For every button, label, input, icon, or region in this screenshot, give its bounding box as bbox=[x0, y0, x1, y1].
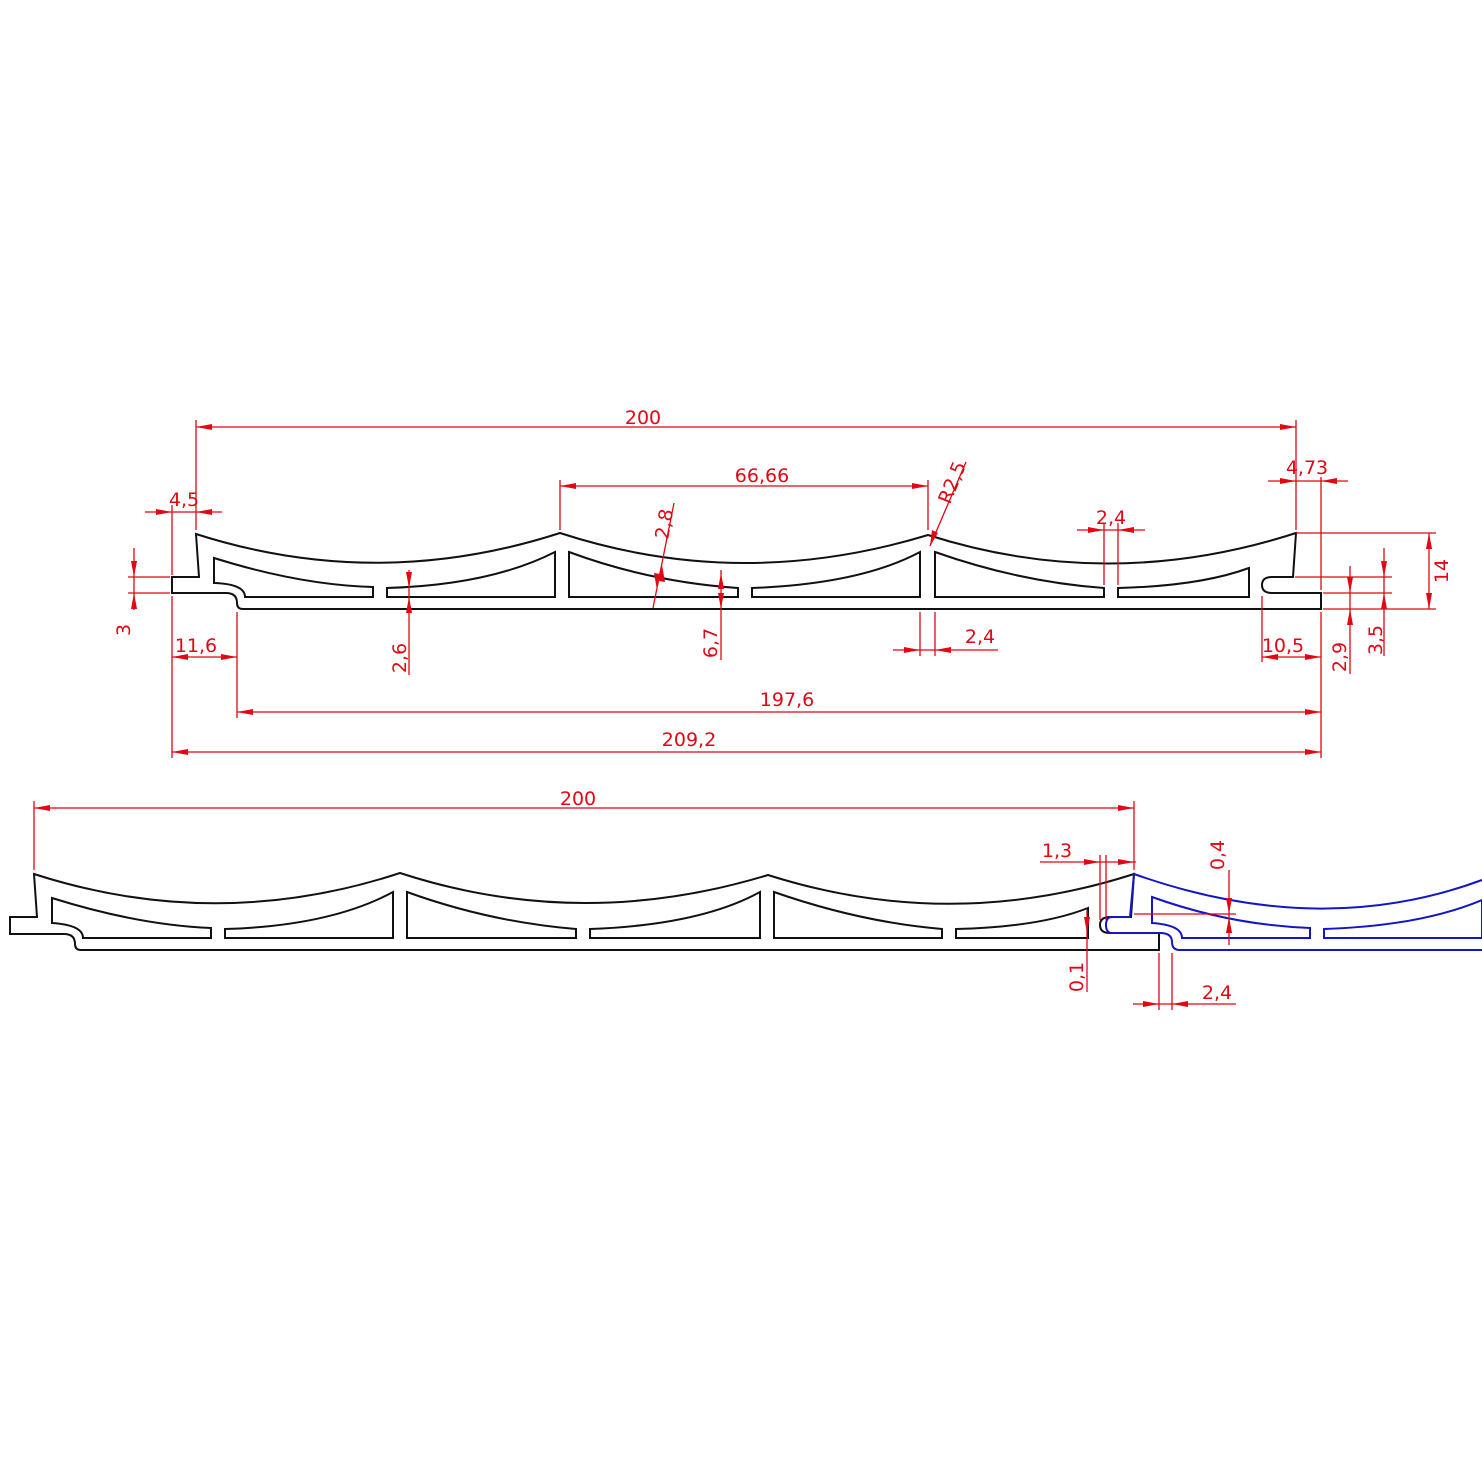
bottom-cavity-6 bbox=[955, 906, 1089, 939]
dim-web-bottom: 2,4 bbox=[965, 626, 995, 648]
dim-gap-0-1: 0,1 bbox=[1066, 962, 1088, 992]
dim-height: 14 bbox=[1431, 559, 1453, 583]
adjacent-cavity-2 bbox=[1323, 898, 1482, 939]
dim-left-step: 11,6 bbox=[175, 635, 217, 657]
dim-gap-2-4: 2,4 bbox=[1202, 982, 1232, 1004]
bottom-cavity-3 bbox=[406, 890, 577, 939]
top-cavity-5 bbox=[934, 550, 1105, 598]
dim-cavity-height: 6,7 bbox=[700, 628, 722, 658]
dim-bottom-overall-200: 200 bbox=[560, 788, 596, 810]
dim-rib-height: 2,6 bbox=[389, 643, 411, 673]
top-cavity-4 bbox=[751, 550, 921, 598]
dim-groove-height: 3,5 bbox=[1365, 625, 1387, 655]
dim-left-offset: 4,5 bbox=[169, 489, 199, 511]
dim-right-step: 10,5 bbox=[1262, 635, 1304, 657]
dim-groove-depth: 2,9 bbox=[1329, 642, 1351, 672]
bottom-cavity-2 bbox=[224, 890, 394, 939]
top-cavity-6 bbox=[1117, 566, 1250, 598]
top-profile-outline bbox=[171, 531, 1322, 610]
dim-pitch: 66,66 bbox=[735, 465, 789, 487]
dim-right-offset: 4,73 bbox=[1286, 457, 1328, 479]
dim-tongue: 3 bbox=[113, 624, 135, 636]
bottom-cavity-4 bbox=[589, 890, 761, 939]
bottom-dimensions: 200 1,3 0,4 0,1 2,4 bbox=[33, 788, 1236, 1010]
dim-base-width: 197,6 bbox=[760, 689, 814, 711]
dim-top-overall-200: 200 bbox=[625, 407, 661, 429]
bottom-profile-outline bbox=[9, 871, 1160, 951]
top-cavity-1 bbox=[213, 556, 374, 598]
dim-gap-0-4: 0,4 bbox=[1207, 840, 1229, 870]
bottom-cavity-1 bbox=[51, 896, 212, 939]
top-profile bbox=[171, 531, 1322, 610]
dim-skin-thickness: 2,8 bbox=[651, 507, 678, 541]
top-cavity-3 bbox=[568, 550, 739, 598]
adjacent-profile bbox=[1104, 872, 1482, 951]
dim-total-width: 209,2 bbox=[662, 729, 716, 751]
dim-gap-1-3: 1,3 bbox=[1042, 840, 1072, 862]
adjacent-profile-outline bbox=[1104, 872, 1482, 951]
dim-web-top: 2,4 bbox=[1096, 507, 1126, 529]
bottom-cavity-5 bbox=[773, 890, 943, 939]
top-cavity-2 bbox=[386, 550, 556, 598]
bottom-profile bbox=[9, 871, 1160, 951]
adjacent-cavity-1 bbox=[1151, 895, 1311, 939]
